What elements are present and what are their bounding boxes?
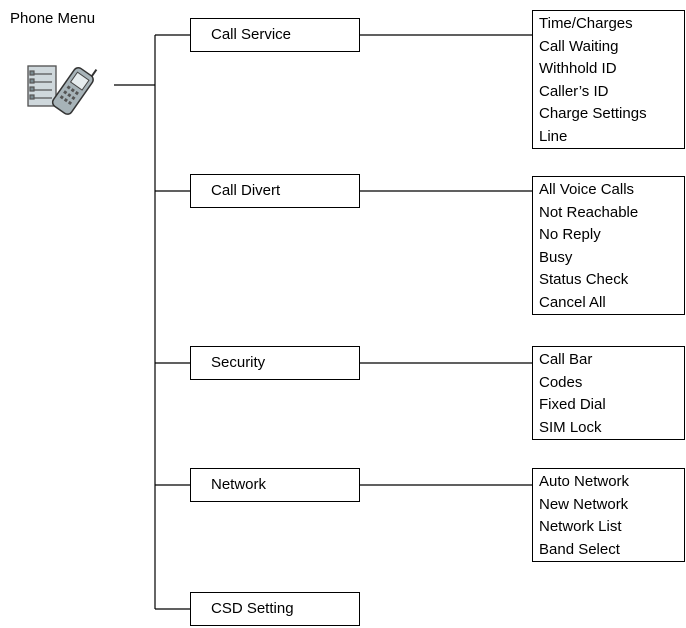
submenu-item: Busy <box>539 248 573 266</box>
submenu-item: Caller’s ID <box>539 82 609 100</box>
submenu-item: Network List <box>539 518 622 535</box>
submenu-item: SIM Lock <box>539 418 602 436</box>
page-title: Phone Menu <box>10 10 96 27</box>
submenu-item: Not Reachable <box>539 203 639 221</box>
menu-box-network: Network <box>190 468 360 502</box>
submenu-item: Codes <box>539 373 583 391</box>
menu-box-security: Security <box>190 346 360 380</box>
submenu-item: Cancel All <box>539 293 606 311</box>
submenu-item: New Network <box>539 495 629 513</box>
menu-box-csd-setting: CSD Setting <box>190 592 360 626</box>
submenu-item: Fixed Dial <box>539 396 606 413</box>
submenu-item: All Voice Calls <box>539 181 635 198</box>
submenu-item: Band Select <box>539 540 620 558</box>
submenu-item: Status Check <box>539 271 629 288</box>
menu-box-call-service: Call Service <box>190 18 360 52</box>
phone-menu-icon <box>27 65 98 115</box>
menu-box-call-divert: Call Divert <box>190 174 360 208</box>
submenu-item: Charge Settings <box>539 105 647 122</box>
submenu-item: Call Waiting <box>539 37 619 55</box>
submenu-item: Time/Charges <box>539 15 633 32</box>
submenu-item: Call Bar <box>539 351 593 368</box>
submenu-item: Auto Network <box>539 473 630 490</box>
submenu-item: Withhold ID <box>539 60 617 77</box>
submenu-item: Line <box>539 127 568 145</box>
submenu-item: No Reply <box>539 226 601 243</box>
